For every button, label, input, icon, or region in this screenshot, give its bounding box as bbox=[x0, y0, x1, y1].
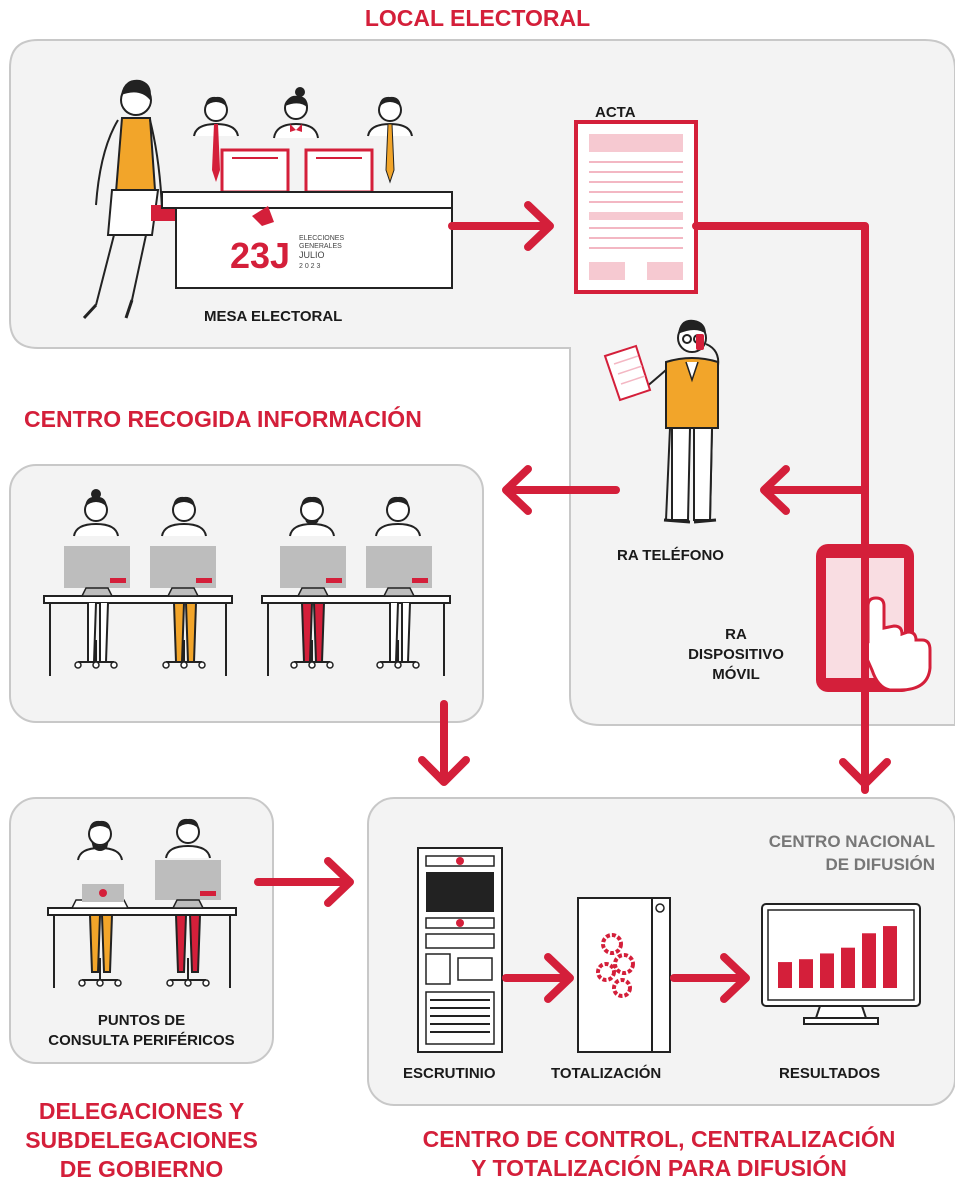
delegaciones-title: DELEGACIONES Y SUBDELEGACIONES DE GOBIER… bbox=[0, 1097, 283, 1184]
centro-recogida-workers bbox=[43, 489, 451, 676]
result-bar bbox=[799, 959, 813, 988]
logo-line2: GENERALES bbox=[299, 243, 342, 250]
escrutinio-label: ESCRUTINIO bbox=[403, 1065, 496, 1082]
delegaciones-title-line3: DE GOBIERNO bbox=[59, 1156, 224, 1182]
logo-line1: ELECCIONES bbox=[299, 235, 344, 242]
centro-recogida-title: CENTRO RECOGIDA INFORMACIÓN bbox=[24, 406, 422, 432]
logo-number: 23J bbox=[230, 235, 290, 276]
result-bar bbox=[841, 947, 855, 988]
logo-line3: JULIO bbox=[299, 250, 325, 260]
delegaciones-workers bbox=[47, 817, 237, 988]
puntos-consulta-label: PUNTOS DE CONSULTA PERIFÉRICOS bbox=[10, 1011, 273, 1051]
centro-control-title: CENTRO DE CONTROL, CENTRALIZACIÓN Y TOTA… bbox=[363, 1125, 955, 1183]
ra-movil-line2: DISPOSITIVO bbox=[688, 646, 784, 663]
ra-tablet-icon bbox=[816, 544, 932, 692]
puntos-line1: PUNTOS DE bbox=[97, 1012, 186, 1029]
difusion-line1: CENTRO NACIONAL bbox=[768, 832, 935, 851]
ra-movil-line3: MÓVIL bbox=[712, 666, 760, 683]
local-electoral-title: LOCAL ELECTORAL bbox=[364, 5, 591, 31]
centro-control-title-line2: Y TOTALIZACIÓN PARA DIFUSIÓN bbox=[471, 1155, 847, 1181]
centro-control-title-line1: CENTRO DE CONTROL, CENTRALIZACIÓN bbox=[422, 1126, 896, 1152]
ra-telefono-person bbox=[603, 319, 720, 524]
centro-recogida-panel bbox=[9, 464, 484, 723]
result-bar bbox=[820, 953, 834, 988]
escrutinio-server-icon bbox=[417, 847, 503, 1053]
ra-movil-line1: RA bbox=[725, 626, 747, 643]
delegaciones-title-line1: DELEGACIONES Y bbox=[38, 1098, 245, 1124]
flow-arrows bbox=[254, 201, 891, 1003]
results-bar-chart bbox=[778, 926, 897, 988]
arrow-tablet-down bbox=[839, 758, 891, 788]
acta-label: ACTA bbox=[595, 104, 636, 121]
mesa-electoral-label: MESA ELECTORAL bbox=[204, 308, 343, 325]
centro-nacional-difusion-title: CENTRO NACIONAL DE DIFUSIÓN bbox=[769, 830, 935, 876]
resultados-monitor-icon bbox=[761, 903, 921, 1025]
totalizacion-label: TOTALIZACIÓN bbox=[551, 1065, 662, 1082]
logo-line4: 2 0 2 3 bbox=[299, 263, 321, 270]
mesa-electoral-illustration: 23J ELECCIONES GENERALES JULIO 2 0 2 3 bbox=[82, 79, 453, 320]
puntos-line2: CONSULTA PERIFÉRICOS bbox=[48, 1032, 235, 1049]
elecciones-logo: 23J ELECCIONES GENERALES JULIO 2 0 2 3 bbox=[230, 206, 344, 276]
standing-voter bbox=[82, 79, 177, 320]
connector-acta-line bbox=[692, 222, 869, 794]
result-bar bbox=[883, 926, 897, 988]
resultados-label: RESULTADOS bbox=[779, 1065, 881, 1082]
totalizacion-gears-icon bbox=[577, 897, 671, 1053]
difusion-line2: DE DIFUSIÓN bbox=[825, 855, 935, 874]
ra-movil-label: RA DISPOSITIVO MÓVIL bbox=[676, 625, 796, 685]
result-bar bbox=[778, 962, 792, 988]
delegaciones-title-line2: SUBDELEGACIONES bbox=[25, 1127, 258, 1153]
ra-telefono-label: RA TELÉFONO bbox=[617, 547, 724, 564]
acta-document-icon bbox=[574, 120, 698, 294]
result-bar bbox=[862, 933, 876, 988]
